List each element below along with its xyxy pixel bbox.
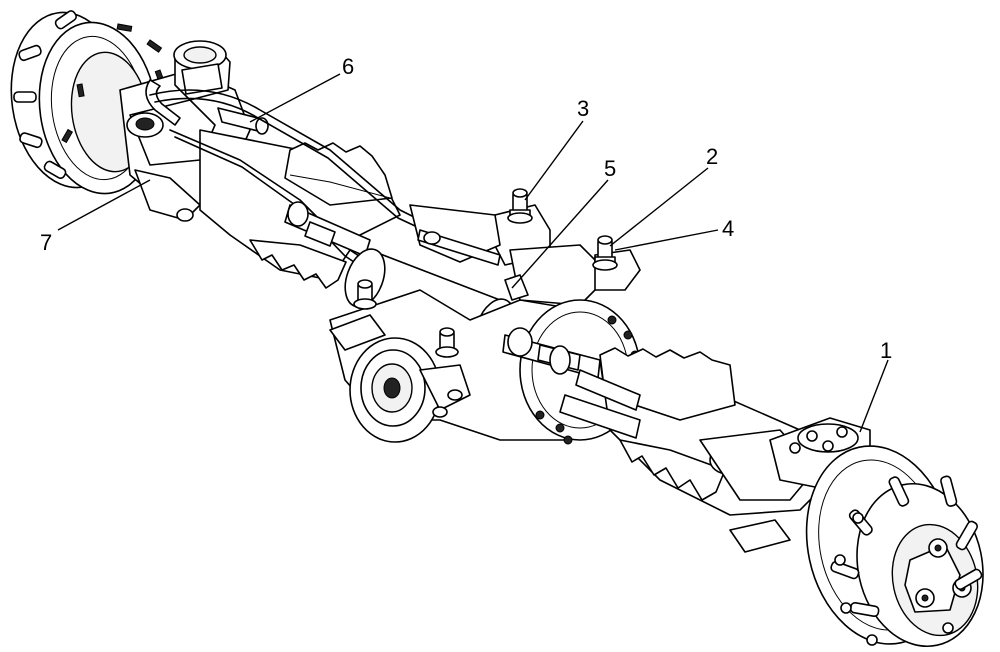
callout-2: 2 (706, 144, 718, 169)
callout-6: 6 (342, 54, 354, 79)
mounting-stud-left (507, 188, 533, 224)
callout-4: 4 (722, 216, 734, 241)
callout-1: 1 (880, 338, 892, 363)
callout-3: 3 (577, 96, 589, 121)
leader-line-4 (614, 229, 719, 251)
leader-line-1 (859, 359, 889, 433)
sensor-bracket (417, 229, 529, 301)
leader-line-2 (609, 167, 709, 247)
callout-5: 5 (604, 156, 616, 181)
callout-7: 7 (40, 230, 52, 255)
mounting-stud-right (592, 235, 618, 271)
leader-line-6 (249, 73, 341, 123)
leader-line-3 (524, 120, 584, 201)
leader-line-7 (57, 179, 151, 231)
right-wheel-hub (805, 445, 984, 648)
mounting-stud-front (353, 279, 459, 358)
leader-line-5 (511, 179, 609, 289)
